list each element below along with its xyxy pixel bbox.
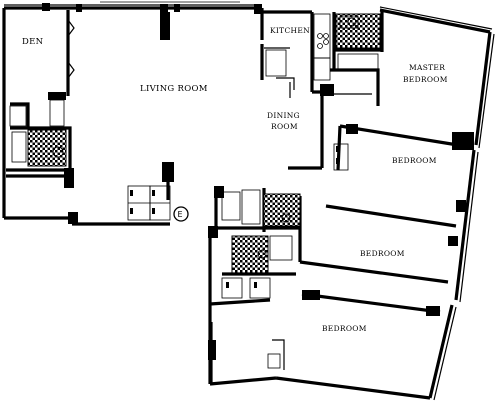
entry-marker: E (173, 206, 189, 222)
bedroom-2-label: BEDROOM (360, 249, 405, 258)
hall-bath-area (208, 186, 302, 299)
living-room-label: LIVING ROOM (140, 84, 208, 94)
kitchen-label: KITCHEN (270, 26, 310, 35)
living-room-area (127, 162, 174, 221)
window-marks (42, 1, 262, 14)
dining-room-label-line2: ROOM (271, 122, 298, 131)
dining-room-label-line1: DINING (267, 111, 300, 120)
den-label: DEN (22, 37, 44, 47)
room-labels: DEN LIVING ROOM KITCHEN DINING ROOM MAST… (22, 26, 448, 333)
master-bedroom-label-line1: MASTER (409, 63, 445, 72)
bedroom-3-label: BEDROOM (322, 324, 367, 333)
bedroom-2-3-area (208, 260, 449, 384)
bedroom-1-label: BEDROOM (392, 156, 437, 165)
master-suite-area (330, 10, 474, 150)
bedroom-1-area (325, 124, 466, 246)
entry-marker-label: E (178, 210, 183, 219)
den-area (6, 10, 170, 224)
kitchen-area (214, 12, 334, 198)
master-bedroom-label-line2: BEDROOM (403, 75, 448, 84)
